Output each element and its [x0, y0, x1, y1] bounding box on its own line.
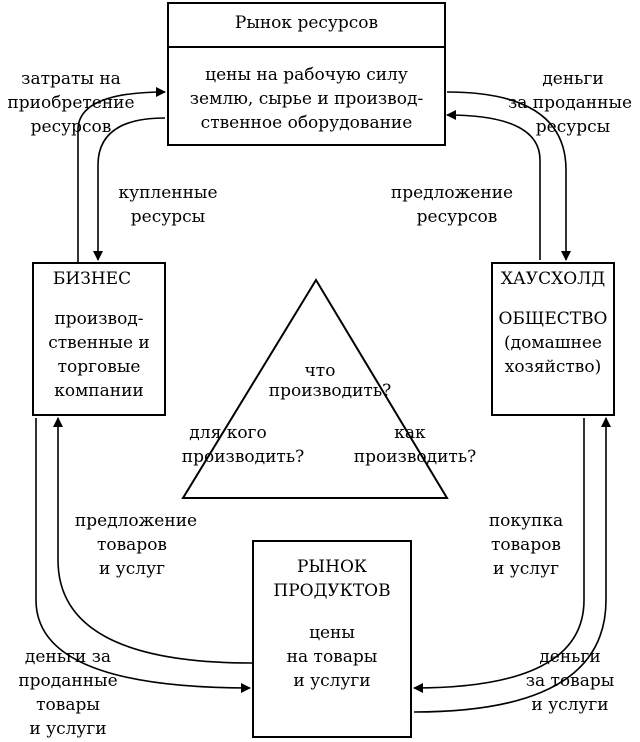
label-money-goods-left-3: товары — [36, 695, 100, 715]
label-money-goods-right-2: за товары — [525, 671, 615, 691]
label-resource-supply-1: предложение — [390, 183, 514, 203]
question-for-whom-1: для кого — [189, 423, 267, 443]
arrow-money-goods-right — [413, 417, 611, 713]
business-title: БИЗНЕС — [52, 269, 132, 289]
household-line-1: ОБЩЕСТВО — [498, 309, 608, 329]
arrow-money-resources — [446, 91, 571, 261]
question-what-2: производить? — [268, 381, 392, 401]
question-how-1: как — [394, 423, 426, 443]
question-what-1: что — [304, 361, 336, 381]
arrow-goods-supply — [53, 417, 253, 664]
product-market-line-1: цены — [309, 623, 355, 643]
arrow-resource-supply — [446, 110, 541, 260]
label-goods-purchase-3: и услуг — [493, 559, 559, 579]
label-money-resources-3: ресурсы — [535, 117, 611, 137]
label-resource-supply-2: ресурсов — [416, 207, 498, 227]
business-line-1: производ- — [54, 309, 144, 329]
business-line-2: ственные и — [48, 333, 150, 353]
label-money-goods-right-1: деньги — [539, 647, 601, 667]
label-costs-1: затраты на — [21, 69, 121, 89]
label-money-resources-2: за проданные — [507, 93, 633, 113]
business-line-3: торговые — [57, 357, 141, 377]
household-line-3: хозяйство) — [504, 357, 602, 377]
product-market-title-1: РЫНОК — [296, 557, 368, 577]
household-box — [491, 262, 615, 416]
question-how-2: производить? — [353, 447, 477, 467]
product-market-title-2: ПРОДУКТОВ — [273, 581, 391, 601]
resource-market-line-2: землю, сырье и производ- — [189, 89, 424, 109]
arrow-purchased-resources — [93, 117, 166, 261]
label-goods-supply-3: и услуг — [99, 559, 165, 579]
resource-market-line-3: ственное оборудование — [200, 113, 413, 133]
label-goods-supply-1: предложение — [74, 511, 198, 531]
product-market-line-2: на товары — [286, 647, 378, 667]
resource-market-header — [169, 4, 444, 48]
label-costs-3: ресурсов — [30, 117, 112, 137]
household-line-2: (домашнее — [504, 333, 602, 353]
arrow-costs — [77, 87, 166, 262]
label-purchased-resources-1: купленные — [118, 183, 218, 203]
resource-market-box — [167, 2, 446, 146]
label-money-goods-left-4: и услуги — [29, 719, 107, 739]
business-box — [32, 262, 166, 416]
label-money-goods-right-3: и услуги — [531, 695, 609, 715]
label-money-resources-1: деньги — [542, 69, 604, 89]
household-title: ХАУСХОЛД — [500, 269, 606, 289]
label-purchased-resources-2: ресурсы — [130, 207, 206, 227]
resource-market-line-1: цены на рабочую силу — [205, 65, 408, 85]
label-goods-purchase-1: покупка — [488, 511, 564, 531]
label-money-goods-left-2: проданные — [18, 671, 118, 691]
label-goods-supply-2: товаров — [96, 535, 168, 555]
arrow-goods-purchase — [413, 418, 585, 693]
label-costs-2: приобретение — [7, 93, 135, 113]
question-for-whom-2: производить? — [181, 447, 305, 467]
business-line-4: компании — [54, 381, 144, 401]
product-market-line-3: и услуги — [293, 671, 371, 691]
triangle — [181, 278, 449, 499]
label-money-goods-left-1: деньги за — [24, 647, 112, 667]
label-goods-purchase-2: товаров — [490, 535, 562, 555]
arrow-money-goods-left — [35, 418, 251, 693]
product-market-box — [252, 540, 412, 738]
resource-market-title: Рынок ресурсов — [234, 13, 379, 33]
